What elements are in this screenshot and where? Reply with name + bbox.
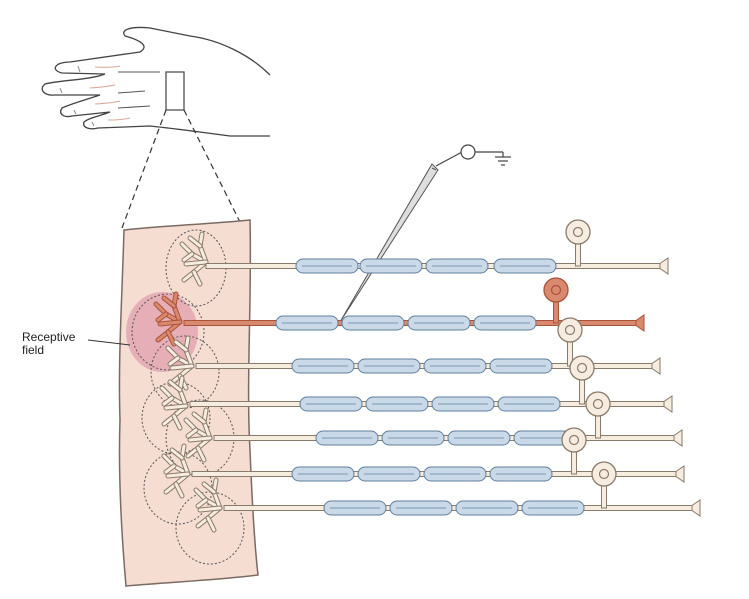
cell-body — [543, 277, 569, 303]
cell-body — [557, 317, 583, 343]
hand-illustration — [41, 26, 271, 137]
nerve-fiber — [193, 461, 701, 533]
nerve-fiber — [179, 219, 669, 287]
cell-body-stalk — [601, 483, 607, 509]
axon-terminal — [651, 357, 661, 375]
axon-terminal — [675, 465, 685, 483]
cell-body — [591, 461, 617, 487]
cell-body-stalk — [595, 413, 601, 439]
ground-symbol-icon — [495, 152, 511, 166]
receptive-field-label-line1: Receptive — [22, 330, 76, 344]
cell-body-stalk — [553, 299, 559, 324]
cell-body-stalk — [575, 241, 581, 267]
cell-body — [585, 391, 611, 417]
free-nerve-ending — [159, 375, 189, 431]
axon-terminal — [663, 395, 673, 413]
cell-body — [561, 427, 587, 453]
free-nerve-ending — [193, 477, 223, 533]
free-nerve-ending — [153, 291, 183, 347]
free-nerve-ending — [179, 231, 209, 287]
skin-region-marker — [165, 71, 185, 111]
nucleus — [598, 468, 610, 480]
axon-terminal — [659, 257, 669, 275]
free-nerve-ending — [161, 443, 191, 499]
axon-terminal — [673, 429, 683, 447]
nucleus — [592, 398, 604, 410]
free-nerve-ending — [183, 407, 213, 463]
nucleus — [564, 324, 576, 336]
cell-body — [565, 219, 591, 245]
nerve-fiber — [183, 391, 683, 463]
nucleus — [550, 284, 562, 296]
receptive-field-label-line2: field — [22, 343, 45, 357]
nerve-fiber — [159, 355, 673, 431]
cell-body-stalk — [579, 377, 585, 405]
nerve-fiber — [161, 427, 685, 499]
microelectrode-icon — [460, 144, 476, 160]
nucleus — [572, 226, 584, 238]
free-nerve-ending — [165, 335, 195, 391]
active-nerve-fiber — [153, 277, 645, 347]
zoom-lines — [121, 109, 241, 229]
receptive-field-label: Receptive field — [22, 331, 102, 357]
nerve-fiber — [165, 317, 661, 391]
receptive-field-area — [126, 292, 198, 372]
nucleus — [568, 434, 580, 446]
cell-body — [569, 355, 595, 381]
axon-terminal — [635, 314, 645, 332]
recording-electrode — [339, 144, 511, 323]
axon-terminal — [691, 499, 701, 517]
nerve-fibers — [153, 219, 701, 533]
cell-body-stalk — [571, 449, 577, 475]
nucleus — [576, 362, 588, 374]
